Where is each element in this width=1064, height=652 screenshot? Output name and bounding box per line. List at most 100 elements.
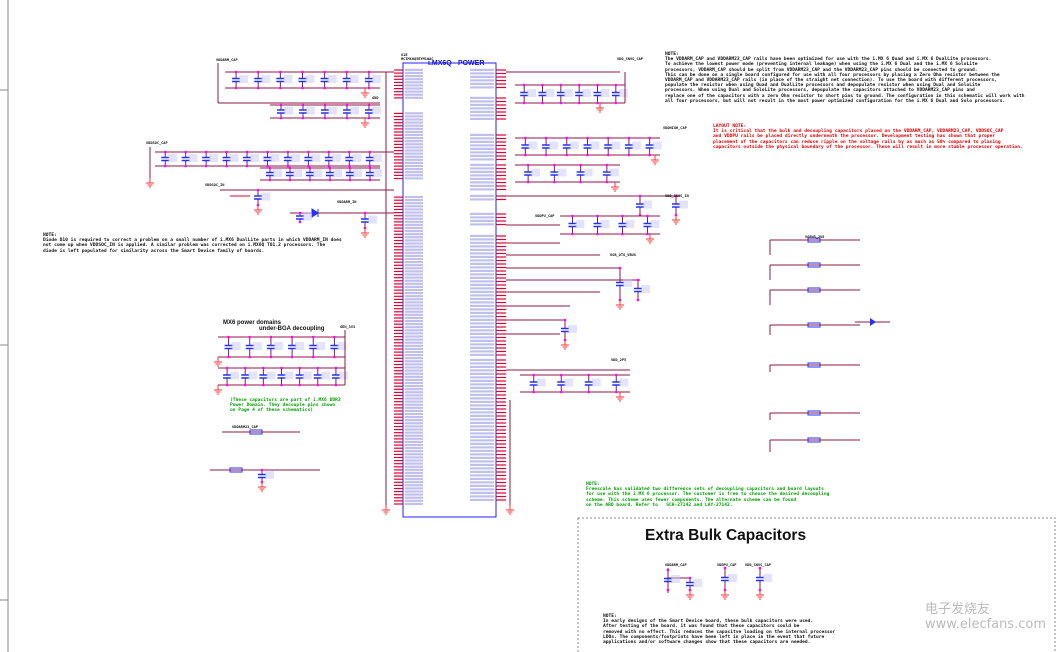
junction bbox=[323, 70, 326, 74]
pin-name bbox=[405, 391, 423, 394]
junction bbox=[225, 383, 229, 387]
junction bbox=[553, 180, 556, 184]
pin-name bbox=[470, 358, 494, 361]
junction bbox=[368, 150, 372, 154]
capacitor-icon bbox=[636, 203, 644, 208]
pin-name bbox=[405, 68, 423, 71]
pin-name bbox=[405, 332, 423, 335]
pin-name bbox=[405, 276, 423, 279]
pin-name bbox=[405, 372, 423, 375]
resistor-icon bbox=[807, 322, 821, 328]
ground-icon bbox=[214, 361, 222, 367]
junction bbox=[204, 164, 208, 168]
pin-name bbox=[470, 144, 494, 147]
pin-name bbox=[470, 262, 494, 265]
pin-name bbox=[405, 251, 423, 254]
pin-name bbox=[470, 238, 494, 241]
cap-label-block bbox=[609, 168, 619, 177]
junction bbox=[227, 355, 230, 359]
capacitor-icon bbox=[243, 156, 252, 162]
cap-label-block bbox=[337, 342, 347, 350]
pin-name bbox=[405, 412, 423, 416]
junction bbox=[565, 153, 569, 157]
junction bbox=[348, 178, 352, 182]
pin-name bbox=[470, 336, 494, 339]
pin-name bbox=[470, 154, 494, 157]
pin-name bbox=[470, 353, 494, 356]
junction bbox=[571, 232, 574, 236]
junction bbox=[290, 335, 294, 339]
pin-name bbox=[470, 339, 494, 342]
pin-name bbox=[405, 217, 423, 220]
junction bbox=[559, 101, 563, 105]
junction bbox=[541, 101, 544, 105]
cap-label-block bbox=[631, 141, 641, 150]
capacitor-icon bbox=[266, 344, 275, 350]
cap-label-block bbox=[293, 169, 302, 177]
cap-label-block bbox=[591, 378, 601, 387]
pin-name bbox=[470, 346, 494, 349]
junction bbox=[248, 335, 252, 339]
capacitor-icon bbox=[288, 344, 297, 350]
cap-label-block bbox=[557, 168, 567, 177]
note-layout: LAYOUT NOTE: It is critical that the bul… bbox=[713, 124, 1023, 150]
cap-label-block bbox=[536, 378, 546, 387]
pin-name bbox=[405, 75, 423, 78]
junction bbox=[674, 194, 678, 198]
capacitor-icon bbox=[343, 109, 351, 114]
pin-name bbox=[470, 86, 494, 89]
cap-label-block bbox=[625, 220, 635, 228]
pin-name bbox=[405, 127, 423, 130]
chip-ref: U1E bbox=[401, 53, 408, 57]
capacitor-icon bbox=[223, 374, 232, 379]
pin-name bbox=[405, 273, 423, 276]
cap-label-block bbox=[261, 75, 271, 83]
pin-name bbox=[405, 93, 423, 96]
resistor-icon bbox=[807, 237, 821, 243]
capacitor-icon bbox=[245, 344, 254, 350]
junction bbox=[225, 150, 228, 154]
junction bbox=[184, 164, 187, 168]
cap-label-block bbox=[273, 342, 283, 350]
capacitor-icon bbox=[643, 222, 652, 228]
cap-label-block bbox=[763, 574, 772, 582]
pin-name bbox=[405, 490, 423, 493]
capacitor-icon bbox=[611, 91, 620, 97]
note-bulk: NOTE: In early designs of the Smart Devi… bbox=[603, 614, 836, 646]
cap-label-block bbox=[652, 141, 662, 150]
capacitor-icon bbox=[296, 215, 304, 220]
junction bbox=[260, 468, 264, 472]
junction bbox=[268, 166, 272, 170]
junction bbox=[688, 576, 692, 580]
cap-label-block bbox=[168, 154, 178, 162]
junction bbox=[298, 383, 301, 387]
capacitor-icon bbox=[538, 91, 547, 97]
pin-name bbox=[470, 400, 494, 403]
pin-name bbox=[470, 283, 494, 286]
pin-name bbox=[405, 447, 423, 450]
junction bbox=[280, 383, 283, 387]
capacitor-icon bbox=[366, 171, 374, 177]
pin-name bbox=[470, 96, 494, 99]
capacitor-icon bbox=[542, 144, 551, 149]
pin-name bbox=[405, 149, 423, 152]
cap-label-block bbox=[230, 371, 240, 380]
ground-icon bbox=[146, 182, 154, 188]
capacitor-icon bbox=[259, 374, 268, 379]
junction bbox=[606, 136, 610, 140]
pin-name bbox=[470, 404, 494, 407]
cap-label-block bbox=[231, 342, 241, 350]
capacitor-icon bbox=[258, 473, 266, 479]
junction bbox=[367, 116, 371, 120]
pin-name bbox=[405, 326, 423, 329]
junction bbox=[596, 214, 599, 218]
pin-name bbox=[405, 434, 423, 437]
net-label-vgen5: VGEN5_2V8 bbox=[805, 235, 825, 239]
pin-name bbox=[470, 332, 494, 335]
capacitor-icon bbox=[295, 374, 304, 379]
pin-name bbox=[405, 81, 423, 84]
ground-icon bbox=[361, 92, 369, 98]
junction bbox=[323, 86, 326, 90]
pin-name bbox=[470, 198, 494, 201]
pin-name bbox=[405, 90, 423, 93]
